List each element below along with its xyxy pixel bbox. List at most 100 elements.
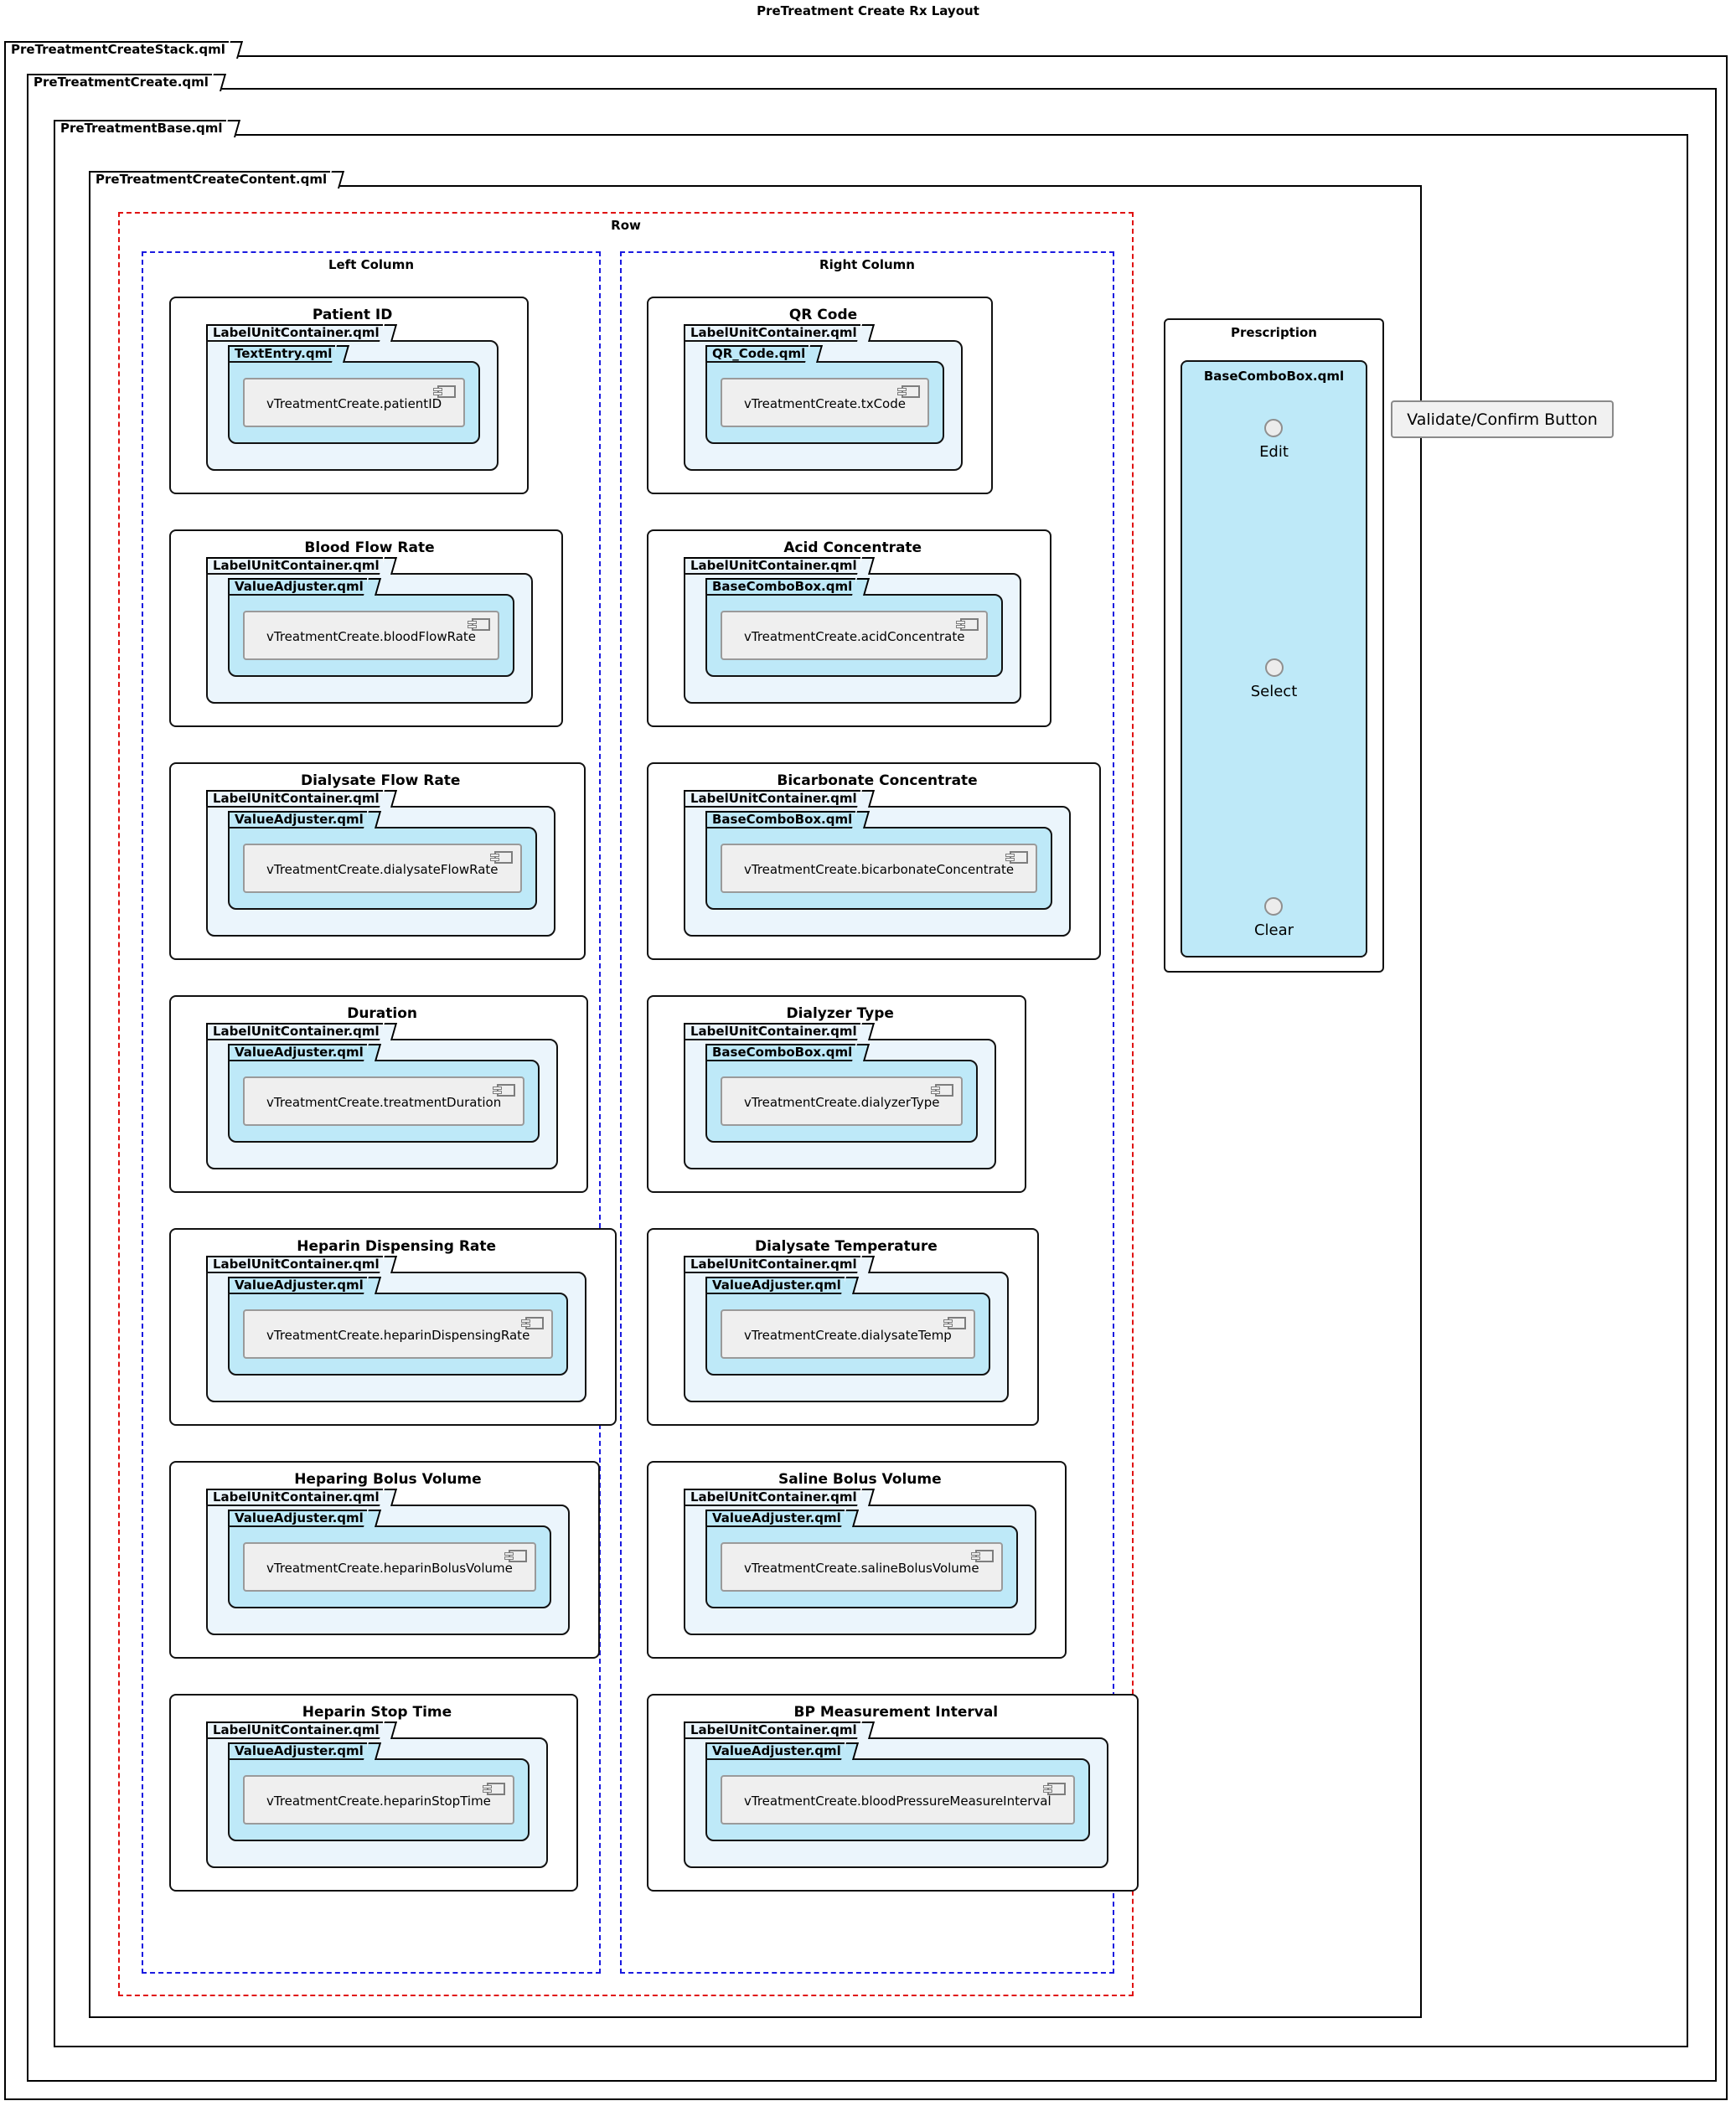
field-title: Dialysate Temperature [755, 1238, 938, 1255]
diagram-title: PreTreatment Create Rx Layout [757, 3, 979, 18]
frame-tab: LabelUnitContainer.qml [684, 1489, 860, 1505]
frame-tab-label: ValueAdjuster.qml [235, 1510, 364, 1525]
uml-component-icon [896, 385, 920, 398]
field-title: Bicarbonate Concentrate [777, 772, 978, 789]
frame-tab-label: QR_Code.qml [712, 346, 806, 361]
component-node: vTreatmentCreate.dialysateFlowRate [243, 844, 522, 893]
uml-component-icon [493, 1084, 516, 1097]
field-title: Dialysate Flow Rate [301, 772, 461, 789]
label-unit-container-frame: LabelUnitContainer.qml ValueAdjuster.qml… [206, 1489, 570, 1635]
frame-tab: LabelUnitContainer.qml [206, 557, 383, 573]
frame-tab: BaseComboBox.qml [705, 811, 856, 827]
frame-tab-label: BaseComboBox.qml [712, 1045, 853, 1060]
radio-option-edit[interactable]: Edit [1259, 419, 1289, 461]
uml-component-icon [482, 1783, 505, 1795]
base-combobox-panel: BaseComboBox.qml Edit Select [1181, 360, 1367, 958]
component-node: vTreatmentCreate.bloodPressureMeasureInt… [721, 1775, 1075, 1825]
option-label: Edit [1259, 443, 1289, 461]
base-combobox-label: BaseComboBox.qml [1203, 369, 1345, 384]
widget-frame: BaseComboBox.qml vTreatmentCreate.bicarb… [705, 811, 1053, 910]
frame-tab-label: LabelUnitContainer.qml [690, 1489, 857, 1505]
frame-pretreatment-create-stack: PreTreatmentCreateStack.qml PreTreatment… [4, 41, 1728, 2100]
field-title: Heparin Dispensing Rate [297, 1238, 497, 1255]
field-box: Duration LabelUnitContainer.qml ValueAdj… [169, 995, 589, 1193]
frame-tab: BaseComboBox.qml [705, 578, 856, 594]
component-name: vTreatmentCreate.bicarbonateConcentrate [744, 862, 1015, 877]
frame-tab: PreTreatmentCreate.qml [27, 74, 212, 90]
component-node: vTreatmentCreate.dialyzerType [721, 1076, 964, 1126]
frame-tab: ValueAdjuster.qml [228, 811, 367, 827]
component-node: vTreatmentCreate.treatmentDuration [243, 1076, 525, 1126]
radio-option-clear[interactable]: Clear [1254, 897, 1294, 939]
component-node: vTreatmentCreate.dialysateTemp [721, 1309, 975, 1359]
field-title: QR Code [788, 307, 858, 323]
frame-tab-label: ValueAdjuster.qml [712, 1510, 841, 1525]
radio-option-select[interactable]: Select [1250, 658, 1298, 700]
field-title: Heparin Stop Time [302, 1704, 452, 1721]
frame-tab-label: LabelUnitContainer.qml [213, 1489, 380, 1505]
frame-tab-label: ValueAdjuster.qml [712, 1743, 841, 1758]
field-title: BP Measurement Interval [793, 1704, 999, 1721]
uml-component-icon [504, 1550, 527, 1562]
uml-component-icon [970, 1550, 994, 1562]
option-label: Select [1250, 682, 1298, 700]
widget-frame: ValueAdjuster.qml vTreatmentCreate.hepar… [228, 1510, 551, 1608]
frame-tab: ValueAdjuster.qml [705, 1510, 845, 1525]
frame-tab: LabelUnitContainer.qml [206, 1256, 383, 1272]
frame-tab: TextEntry.qml [228, 345, 336, 361]
field-box: Dialysate Temperature LabelUnitContainer… [647, 1228, 1039, 1426]
component-name: vTreatmentCreate.acidConcentrate [744, 629, 965, 644]
uml-component-icon [956, 618, 979, 631]
frame-tab: ValueAdjuster.qml [228, 1044, 367, 1060]
uml-component-icon [468, 618, 491, 631]
frame-tab-label: LabelUnitContainer.qml [690, 791, 857, 806]
component-name: vTreatmentCreate.dialysateTemp [744, 1328, 952, 1343]
component-node: vTreatmentCreate.acidConcentrate [721, 611, 989, 660]
label-unit-container-frame: LabelUnitContainer.qml ValueAdjuster.qml… [684, 1721, 1108, 1868]
field-box: Heparing Bolus Volume LabelUnitContainer… [169, 1461, 600, 1659]
right-column-label: Right Column [819, 257, 915, 272]
frame-tab: ValueAdjuster.qml [705, 1277, 845, 1293]
frame-tab-label: ValueAdjuster.qml [235, 812, 364, 827]
component-name: vTreatmentCreate.heparinStopTime [266, 1794, 491, 1809]
component-name: vTreatmentCreate.txCode [744, 396, 906, 411]
uml-component-icon [931, 1084, 954, 1097]
frame-tab-label: PreTreatmentBase.qml [60, 121, 223, 136]
validate-confirm-button[interactable]: Validate/Confirm Button [1391, 400, 1614, 438]
label-unit-container-frame: LabelUnitContainer.qml ValueAdjuster.qml… [206, 1256, 587, 1402]
frame-tab: ValueAdjuster.qml [228, 1277, 367, 1293]
component-name: vTreatmentCreate.patientID [266, 396, 442, 411]
label-unit-container-frame: LabelUnitContainer.qml BaseComboBox.qml … [684, 557, 1022, 704]
option-label: Clear [1253, 921, 1294, 939]
frame-tab: LabelUnitContainer.qml [206, 790, 383, 806]
widget-frame: ValueAdjuster.qml vTreatmentCreate.salin… [705, 1510, 1018, 1608]
frame-tab-label: LabelUnitContainer.qml [690, 325, 857, 340]
widget-frame: ValueAdjuster.qml vTreatmentCreate.dialy… [705, 1277, 990, 1376]
label-unit-container-frame: LabelUnitContainer.qml BaseComboBox.qml … [684, 790, 1072, 937]
frame-tab-label: BaseComboBox.qml [712, 812, 853, 827]
label-unit-container-frame: LabelUnitContainer.qml BaseComboBox.qml … [684, 1023, 997, 1169]
right-column-rect: Right Column QR Code LabelUnitContainer.… [620, 251, 1139, 1974]
field-box: Heparin Dispensing Rate LabelUnitContain… [169, 1228, 617, 1426]
uml-component-icon [489, 851, 513, 864]
component-name: vTreatmentCreate.salineBolusVolume [744, 1561, 979, 1576]
frame-tab-label: ValueAdjuster.qml [712, 1278, 841, 1293]
component-name: vTreatmentCreate.bloodFlowRate [266, 629, 477, 644]
field-box: Bicarbonate Concentrate LabelUnitContain… [647, 762, 1102, 960]
left-column-rect: Left Column Patient ID LabelUnitContaine… [142, 251, 617, 1974]
field-title: Duration [347, 1005, 418, 1022]
row-label: Row [611, 218, 641, 233]
field-title: Acid Concentrate [783, 539, 922, 556]
widget-frame: ValueAdjuster.qml vTreatmentCreate.hepar… [228, 1277, 569, 1376]
radio-icon[interactable] [1264, 419, 1284, 437]
field-box: QR Code LabelUnitContainer.qml QR_Code.q… [647, 297, 993, 494]
radio-icon[interactable] [1264, 897, 1284, 916]
field-box: Acid Concentrate LabelUnitContainer.qml … [647, 529, 1052, 727]
widget-frame: ValueAdjuster.qml vTreatmentCreate.dialy… [228, 811, 537, 910]
label-unit-container-frame: LabelUnitContainer.qml ValueAdjuster.qml… [206, 1721, 548, 1868]
radio-icon[interactable] [1264, 658, 1284, 677]
uml-component-icon [943, 1317, 966, 1329]
label-unit-container-frame: LabelUnitContainer.qml ValueAdjuster.qml… [206, 1023, 559, 1169]
widget-frame: ValueAdjuster.qml vTreatmentCreate.blood… [705, 1742, 1090, 1841]
widget-frame: QR_Code.qml vTreatmentCreate.txCode [705, 345, 944, 444]
